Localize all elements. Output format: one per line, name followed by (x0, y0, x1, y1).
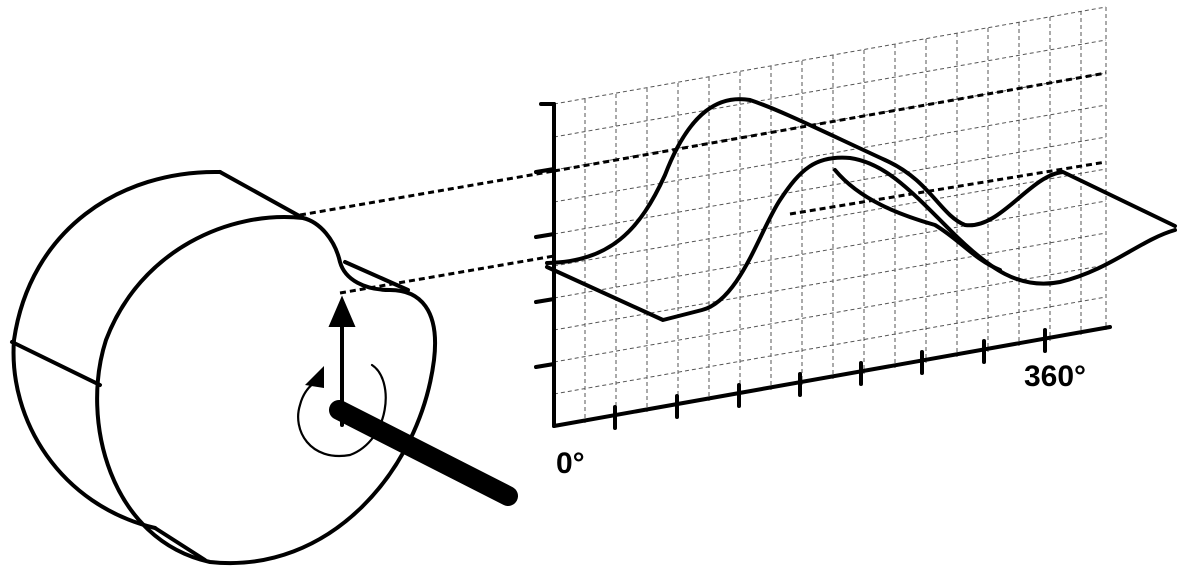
follower-up-arrow-icon (328, 295, 356, 327)
cam-back-face (11, 169, 222, 530)
rotation-arrow-icon (305, 366, 324, 388)
profile-curve-front (545, 155, 1177, 322)
profile-curve-back (545, 97, 1177, 265)
projection-line-upper (299, 169, 555, 217)
cam-lobe-edge (343, 260, 410, 292)
angle-end-label: 360° (1024, 360, 1086, 393)
cam (10, 169, 518, 566)
graph-reference-line-lower (789, 160, 1107, 216)
angle-start-label: 0° (556, 447, 585, 480)
displacement-graph: 0° 360° (534, 6, 1177, 480)
cam-side-line (10, 340, 102, 387)
graph-y-ticks (534, 102, 556, 369)
cam-shaft (329, 400, 518, 506)
graph-x-ticks (613, 328, 1047, 430)
cam-top-edge (218, 170, 305, 220)
rotation-arc (297, 363, 387, 458)
projection-line-lower (339, 254, 555, 295)
cam-front-face (95, 215, 438, 566)
cam-bottom-edge (153, 526, 207, 562)
graph-x-axis (552, 325, 1112, 428)
profile-fold-line (833, 168, 1002, 272)
graph-reference-line-upper (553, 71, 1107, 173)
